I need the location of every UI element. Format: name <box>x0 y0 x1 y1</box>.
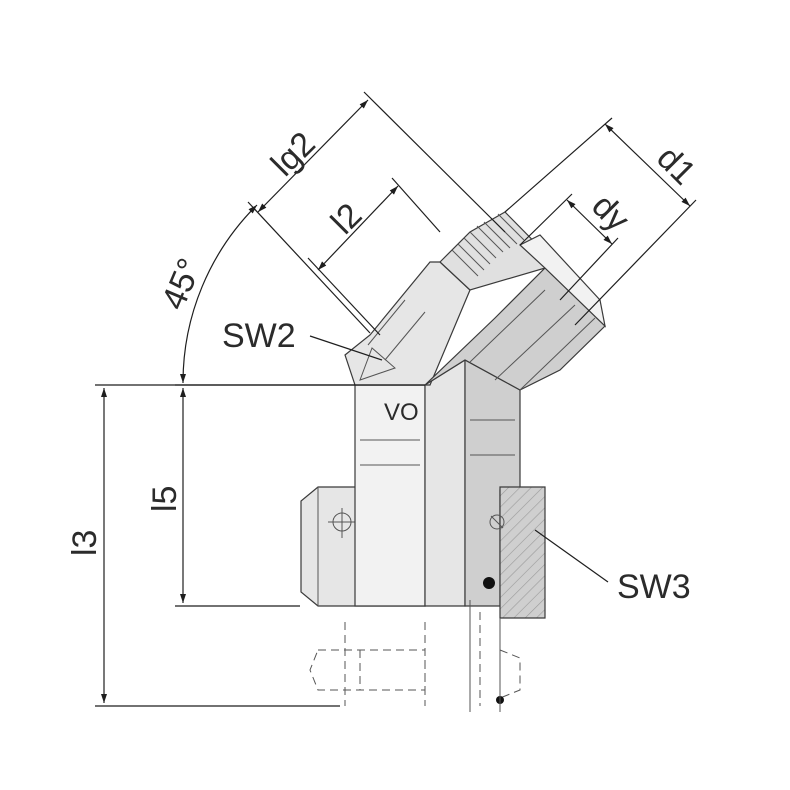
dim-angle-45 <box>179 204 258 384</box>
connected-tube-ghost <box>309 612 521 706</box>
label-l2: l2 <box>324 196 370 242</box>
dim-lg2 <box>247 91 506 334</box>
sw3-leader <box>534 529 609 583</box>
dim-l2 <box>307 177 441 336</box>
label-angle: 45° <box>154 253 209 315</box>
label-sw2: SW2 <box>222 317 296 355</box>
body-marking: VO <box>384 399 419 426</box>
dim-dy <box>519 193 619 301</box>
label-d1: d1 <box>649 139 703 193</box>
dim-l5 <box>175 388 300 607</box>
sw2-leader <box>309 335 383 361</box>
label-l5: l5 <box>146 486 184 512</box>
thread-ridges <box>451 213 525 277</box>
label-sw3: SW3 <box>617 568 691 606</box>
o-ring-icon <box>483 577 495 589</box>
label-lg2: lg2 <box>264 125 323 184</box>
fitting-45-branch <box>344 211 606 391</box>
dim-d1 <box>504 117 697 326</box>
label-l3: l3 <box>66 530 104 556</box>
label-dy: dy <box>584 187 636 239</box>
